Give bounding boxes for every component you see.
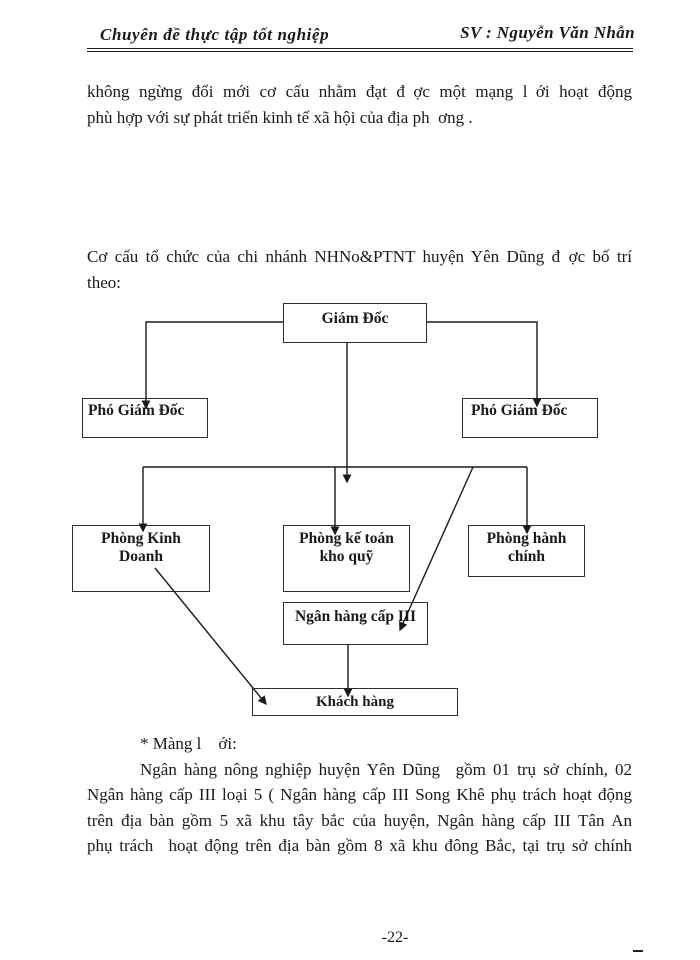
org-box-business-dept-line1: Phòng Kinh [101, 530, 181, 547]
section-network-bullet: * Màng l ới: [140, 734, 237, 753]
org-box-admin-dept: Phòng hành chính [468, 525, 585, 577]
paragraph-intro: không ngừng đổi mới cơ cấu nhằm đạt đ ợc… [87, 79, 632, 130]
org-box-deputy-director-right: Phó Giám Đốc [462, 398, 598, 438]
section-network-line4: phụ trách hoạt động trên địa bàn gồm 8 x… [87, 836, 632, 855]
org-box-business-dept-line2: Doanh [119, 548, 163, 565]
org-box-business-dept: Phòng Kinh Doanh [72, 525, 210, 592]
header-divider-line [87, 48, 633, 52]
connector-director-to-deputy-right [427, 321, 542, 408]
org-box-level3-bank: Ngân hàng cấp III [283, 602, 428, 645]
header-course-title: Chuyên đề thực tập tốt nghiệp [100, 25, 330, 44]
org-box-director: Giám Đốc [283, 303, 427, 343]
paragraph-intro-line2: phù hợp với sự phát triển kinh tế xã hội… [87, 107, 473, 127]
org-box-customers: Khách hàng [252, 688, 458, 716]
corner-underscore-mark [633, 950, 643, 952]
paragraph-structure-line1: Cơ cấu tổ chức của chi nhánh NHNo&PTNT h… [87, 247, 632, 266]
org-box-deputy-director-left: Phó Giám Đốc [82, 398, 208, 438]
paragraph-structure-line2: theo: [87, 272, 121, 292]
org-box-accounting-dept-line1: Phòng kế toán [299, 530, 394, 547]
section-network-line3: trên địa bàn gồm 5 xã khu tây bắc của hu… [87, 810, 632, 830]
paragraph-intro-line1: không ngừng đổi mới cơ cấu nhằm đạt đ ợc… [87, 82, 632, 101]
header-student-name: SV : Nguyễn Văn Nhẫn [460, 23, 635, 42]
org-box-accounting-dept-line2: kho quỹ [319, 548, 374, 565]
page-number: -22- [381, 929, 409, 946]
section-network-line1: Ngân hàng nông nghiệp huyện Yên Dũng gồm… [140, 759, 632, 779]
section-network-line2: Ngân hàng cấp III loại 5 ( Ngân hàng cấp… [87, 785, 632, 804]
org-box-admin-dept-line1: Phòng hành [486, 530, 567, 547]
section-network: * Màng l ới: Ngân hàng nông nghiệp huyện… [87, 731, 632, 859]
org-box-accounting-dept: Phòng kế toán kho quỹ [283, 525, 410, 592]
paragraph-structure: Cơ cấu tổ chức của chi nhánh NHNo&PTNT h… [87, 244, 632, 295]
connector-director-to-deputy-left [141, 321, 283, 410]
org-box-admin-dept-line2: chính [507, 548, 546, 565]
